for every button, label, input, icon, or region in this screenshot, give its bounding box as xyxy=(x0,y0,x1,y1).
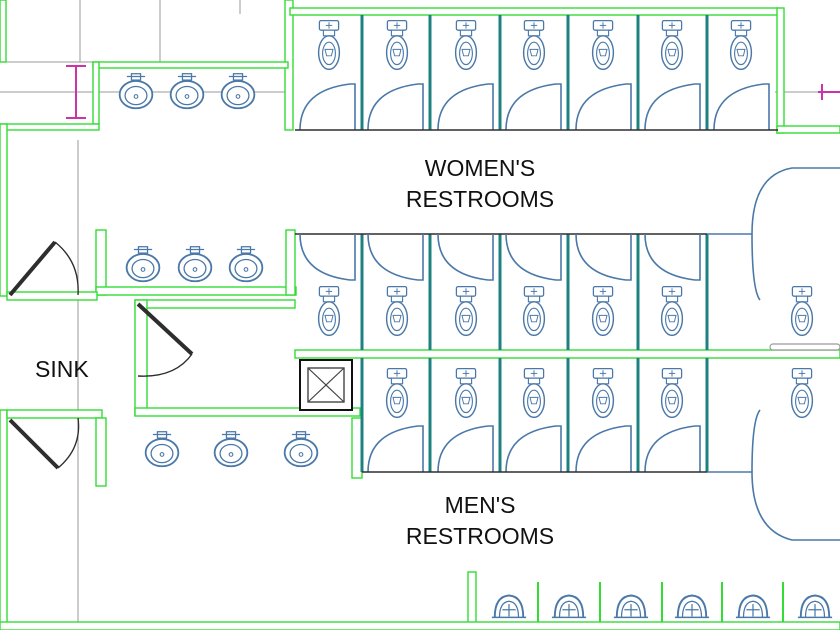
sink-area-label: SINK xyxy=(35,356,89,382)
toilet-icon xyxy=(790,367,814,419)
toilet-icon xyxy=(591,19,615,71)
entry-doors xyxy=(8,240,194,470)
toilet-icon xyxy=(454,367,478,419)
grab-bar xyxy=(769,343,840,351)
womens-lower-stall-partitions xyxy=(360,234,709,350)
toilet-icon xyxy=(385,19,409,71)
dimension-marker xyxy=(66,65,840,119)
toilet-icon xyxy=(317,19,341,71)
womens-label-line1: WOMEN'S xyxy=(425,155,535,181)
upper-sinks xyxy=(118,72,256,110)
toilet-icon xyxy=(385,285,409,337)
womens-sinks xyxy=(125,245,264,283)
mens-label-line1: MEN'S xyxy=(445,492,516,518)
mens-stall-partitions xyxy=(360,358,709,472)
toilet-icon xyxy=(729,19,753,71)
mens-label-line2: RESTROOMS xyxy=(406,523,554,549)
womens-label-line2: RESTROOMS xyxy=(406,186,554,212)
toilet-icon xyxy=(317,285,341,337)
toilet-icon xyxy=(660,19,684,71)
mens-stall-doors xyxy=(362,409,840,541)
womens-upper-stall-doors xyxy=(295,83,778,131)
toilet-icon xyxy=(660,367,684,419)
urinals xyxy=(490,582,834,622)
floor-drain-icon xyxy=(299,359,353,411)
toilet-icon xyxy=(522,367,546,419)
toilet-icon xyxy=(522,19,546,71)
toilet-icon xyxy=(660,285,684,337)
toilet-icon xyxy=(454,19,478,71)
toilet-icon xyxy=(385,367,409,419)
toilet-icon xyxy=(454,285,478,337)
womens-lower-stall-doors xyxy=(295,167,840,301)
toilet-icon xyxy=(790,285,814,337)
womens-upper-stall-partitions xyxy=(360,15,709,130)
toilet-icon xyxy=(522,285,546,337)
toilet-icon xyxy=(591,367,615,419)
toilet-icon xyxy=(591,285,615,337)
